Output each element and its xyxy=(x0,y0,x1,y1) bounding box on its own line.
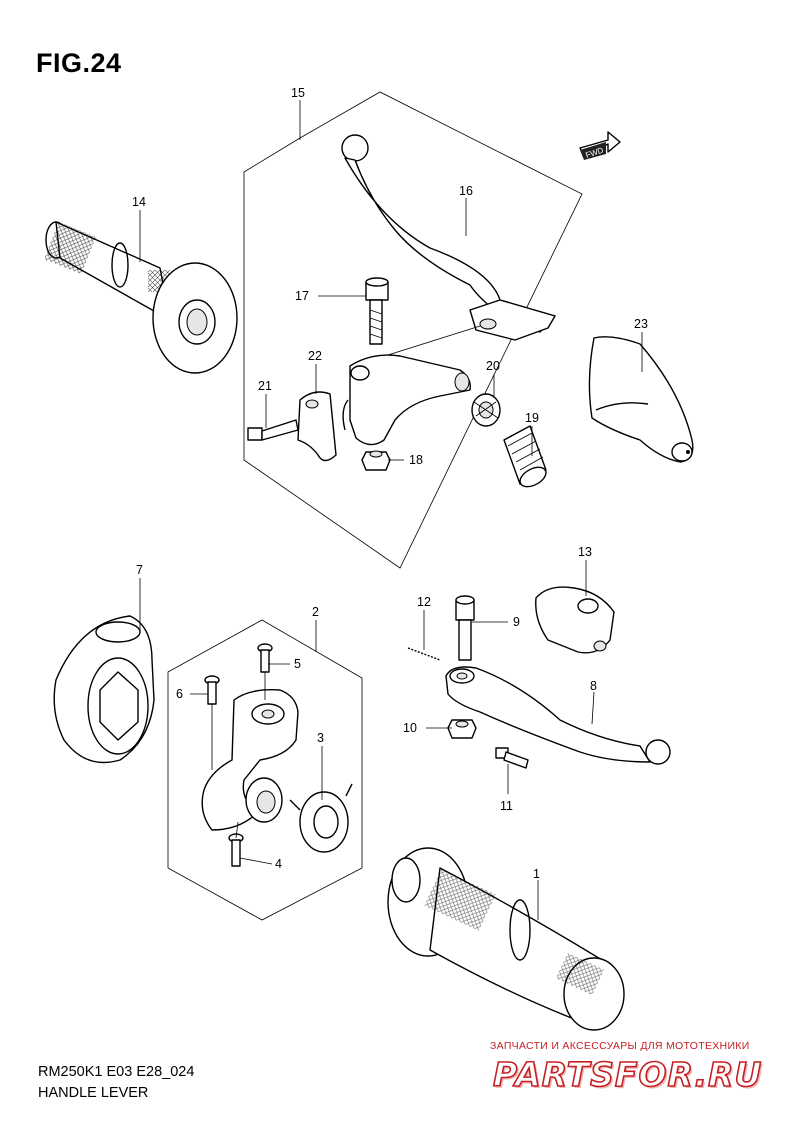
pivot-bolt-9-drawing xyxy=(455,595,475,661)
nut-18-drawing xyxy=(361,450,391,471)
brake-lever-8-drawing xyxy=(445,666,671,765)
callout-15: 15 xyxy=(291,86,305,100)
callout-1: 1 xyxy=(533,867,540,881)
callout-9: 9 xyxy=(513,615,520,629)
callout-10: 10 xyxy=(403,721,417,735)
pulley-ring-3-drawing xyxy=(289,783,353,853)
throttle-assembly-outline xyxy=(167,619,363,921)
callout-14: 14 xyxy=(132,195,146,209)
clutch-lever-drawing xyxy=(341,134,556,361)
callout-3: 3 xyxy=(317,731,324,745)
callout-22: 22 xyxy=(308,349,322,363)
callout-7: 7 xyxy=(136,563,143,577)
callout-8: 8 xyxy=(590,679,597,693)
callout-12: 12 xyxy=(417,595,431,609)
throttle-housing-drawing xyxy=(201,689,299,831)
callout-labels: 1 2 3 4 5 6 7 8 9 10 11 12 13 14 15 16 1… xyxy=(132,86,648,881)
screw-6-drawing xyxy=(204,675,220,705)
callout-20: 20 xyxy=(486,359,500,373)
callout-17: 17 xyxy=(295,289,309,303)
forward-direction-badge: FWD xyxy=(579,131,621,160)
nut-10-drawing xyxy=(447,719,477,739)
watermark-logo: PARTSFOR.RU xyxy=(492,1054,763,1095)
watermark-tagline: ЗАПЧАСТИ И АКСЕССУАРЫ ДЛЯ МОТОТЕХНИКИ xyxy=(490,1040,750,1052)
callout-5: 5 xyxy=(294,657,301,671)
grip-left-drawing xyxy=(43,221,238,374)
adjuster-bolt-11-drawing xyxy=(495,747,529,769)
holder-clamp-drawing xyxy=(297,391,337,462)
model-code: RM250K1 E03 E28_024 xyxy=(38,1064,195,1080)
screw-4-drawing xyxy=(228,833,244,867)
spring-12-drawing xyxy=(407,647,441,661)
callout-2: 2 xyxy=(312,605,319,619)
leader-lines xyxy=(139,100,643,920)
callout-4: 4 xyxy=(275,857,282,871)
housing-cover-7-drawing xyxy=(53,615,155,764)
callout-23: 23 xyxy=(634,317,648,331)
section-name: HANDLE LEVER xyxy=(38,1085,149,1101)
callout-16: 16 xyxy=(459,184,473,198)
clutch-holder-drawing xyxy=(342,354,471,446)
screw-5-drawing xyxy=(257,643,273,673)
bolt-17-drawing xyxy=(365,277,389,345)
callout-19: 19 xyxy=(525,411,539,425)
callout-21: 21 xyxy=(258,379,272,393)
callout-11: 11 xyxy=(500,799,513,813)
callout-13: 13 xyxy=(578,545,592,559)
figure-title: FIG.24 xyxy=(36,48,122,78)
lever-cover-23-drawing xyxy=(588,336,694,463)
locknut-20-drawing xyxy=(471,393,501,427)
callout-6: 6 xyxy=(176,687,183,701)
lever-cover-13-drawing xyxy=(535,586,615,654)
grip-right-drawing xyxy=(387,847,625,1031)
adjuster-19-drawing xyxy=(503,425,547,488)
screw-21-drawing xyxy=(247,419,299,441)
callout-18: 18 xyxy=(409,453,423,467)
